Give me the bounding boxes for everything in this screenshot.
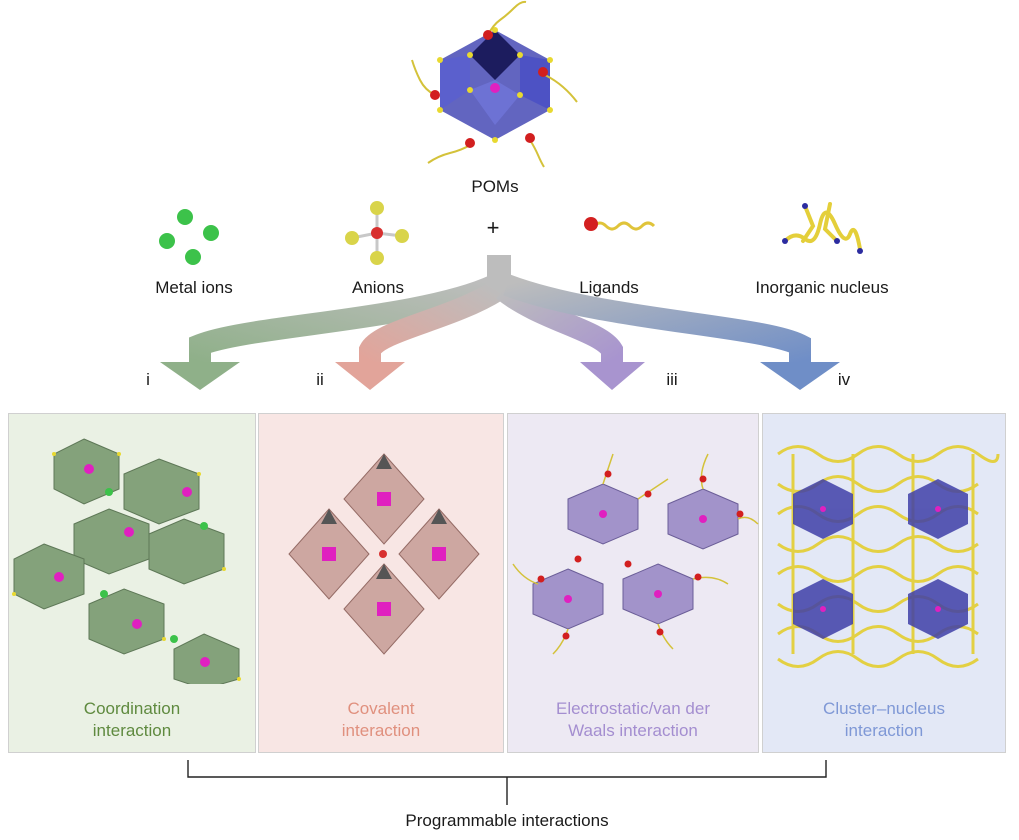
panel-electrostatic: Electrostatic/van der Waals interaction — [507, 413, 759, 753]
pom-cluster-image — [400, 0, 590, 170]
route-numeral-ii: ii — [316, 370, 324, 389]
metal-ions-label: Metal ions — [155, 278, 233, 297]
panel-cluster-nucleus: Cluster–nucleus interaction — [762, 413, 1006, 753]
ligands-icon — [580, 210, 665, 240]
cluster-nucleus-structure-image — [777, 445, 1000, 668]
inorganic-nucleus-icon — [775, 196, 870, 261]
panel-cluster-nucleus-title: Cluster–nucleus interaction — [823, 699, 945, 740]
panel-electrostatic-title: Electrostatic/van der Waals interaction — [555, 699, 710, 740]
plus-sign: + — [486, 215, 500, 240]
route-numeral-iii: iii — [666, 370, 678, 389]
metal-ions-icon — [155, 205, 230, 270]
panel-covalent: Covalent interaction — [258, 413, 504, 753]
branching-arrows — [0, 250, 1019, 400]
anions-label: Anions — [352, 278, 404, 297]
ligands-label: Ligands — [579, 278, 639, 297]
bracket-label: Programmable interactions — [405, 811, 609, 830]
inorganic-nucleus-label: Inorganic nucleus — [755, 278, 889, 297]
panel-covalent-title: Covalent interaction — [341, 699, 421, 740]
covalent-structure-image — [288, 453, 480, 655]
electrostatic-structure-image — [512, 453, 759, 655]
anions-icon — [340, 198, 415, 268]
pom-label: POMs — [471, 177, 519, 196]
panel-coordination-title: Coordination interaction — [83, 699, 181, 740]
coordination-structure-image — [12, 438, 241, 684]
route-numeral-i: i — [146, 370, 150, 389]
panel-coordination: Coordination interaction — [8, 413, 256, 753]
route-numeral-iv: iv — [837, 370, 851, 389]
programmable-bracket — [0, 755, 1019, 810]
